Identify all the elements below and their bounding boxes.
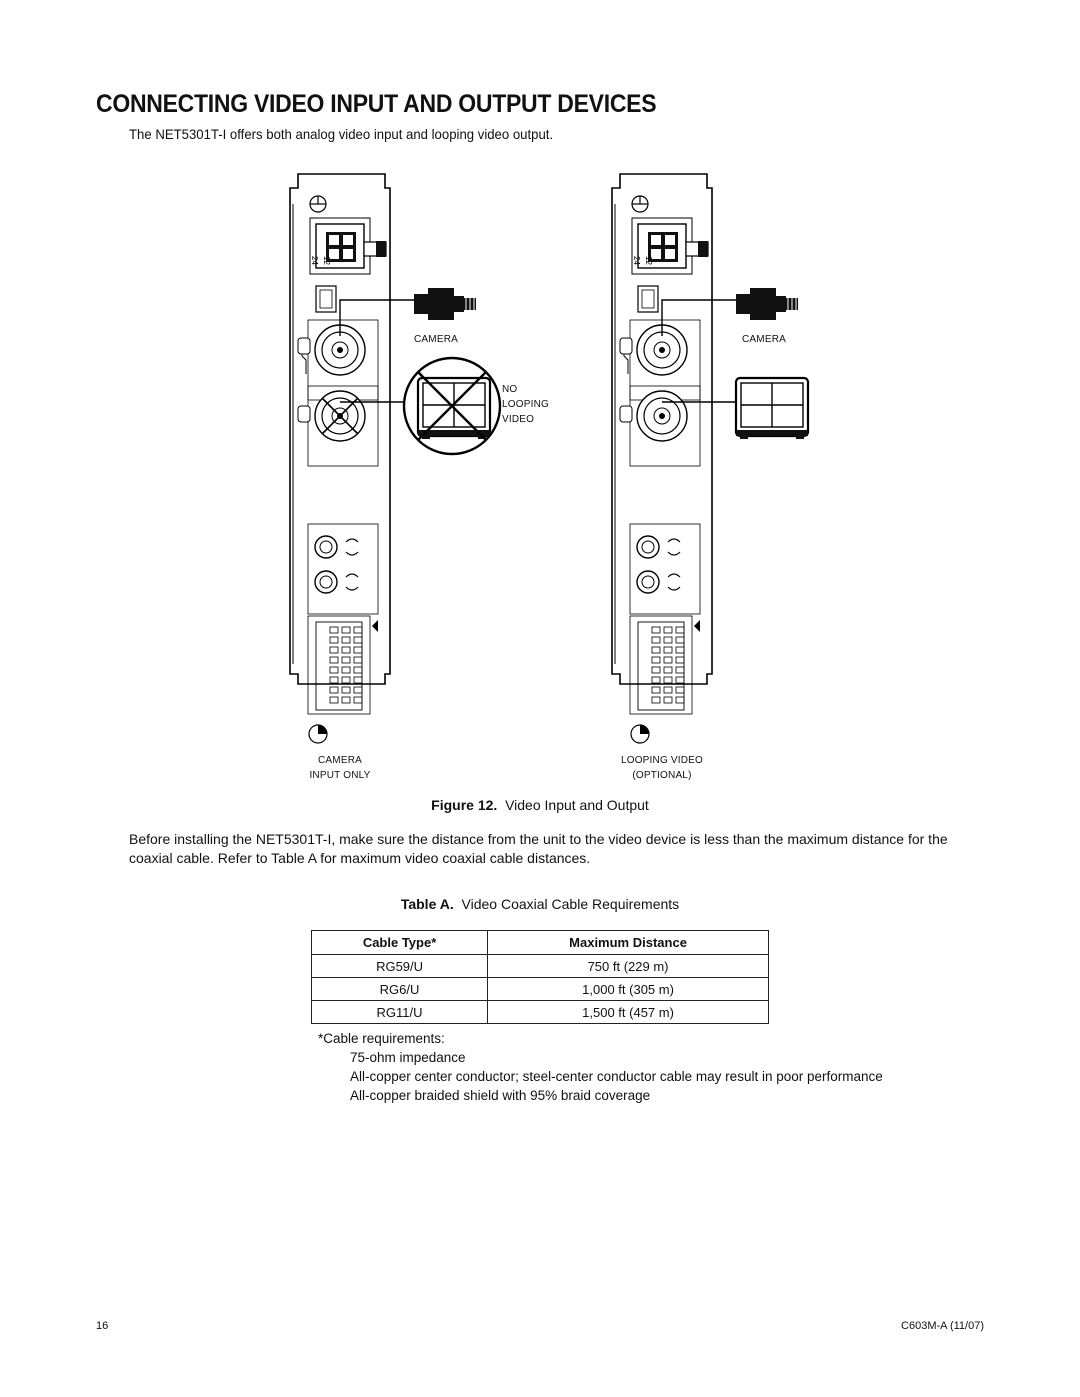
intro-text: The NET5301T-I offers both analog video … (129, 126, 554, 142)
distance-cell: 1,500 ft (457 m) (487, 1000, 769, 1024)
camera-cable-right (661, 299, 736, 336)
right-camera-label: CAMERA (742, 334, 786, 345)
device-diagram: 24 12 24 12 (289, 173, 810, 744)
document-code: C603M-A (11/07) (901, 1320, 984, 1332)
figure-video-input-output: 24 12 24 12 CAMERA NO LOOPING VIDEO CAME… (0, 160, 1080, 800)
right-voltage-12: 12 (644, 256, 653, 265)
no-looping-monitor-icon (402, 356, 502, 456)
notes-title: *Cable requirements: (318, 1031, 445, 1046)
camera-cable-left (339, 299, 414, 336)
note-item: 75-ohm impedance (350, 1050, 466, 1065)
left-voltage-24: 24 (310, 256, 319, 265)
camera-right-icon (735, 287, 799, 321)
page-number: 16 (96, 1320, 109, 1332)
right-bottom-label: LOOPING VIDEO (OPTIONAL) (620, 755, 704, 781)
table-row: RG6/U 1,000 ft (305 m) (310, 977, 769, 1001)
cable-requirements-table: Cable Type* Maximum Distance RG59/U 750 … (310, 930, 769, 1024)
left-bottom-label: CAMERA INPUT ONLY (309, 755, 371, 781)
no-looping-label: NO LOOPING VIDEO (502, 384, 549, 425)
left-camera-label: CAMERA (414, 334, 458, 345)
distance-cell: 1,000 ft (305 m) (487, 977, 769, 1001)
note-item: All-copper braided shield with 95% braid… (350, 1088, 651, 1103)
cable-type-cell: RG11/U (310, 1000, 489, 1024)
table-row: RG59/U 750 ft (229 m) (310, 954, 769, 978)
header-cable-type: Cable Type* (310, 930, 489, 955)
table-header-row: Cable Type* Maximum Distance (310, 930, 769, 955)
header-max-distance: Maximum Distance (487, 930, 769, 955)
distance-cell: 750 ft (229 m) (487, 954, 769, 978)
table-title: Table A. Video Coaxial Cable Requirement… (400, 896, 680, 912)
right-voltage-24: 24 (632, 256, 641, 265)
page-heading: CONNECTING VIDEO INPUT AND OUTPUT DEVICE… (96, 90, 657, 118)
table-row: RG11/U 1,500 ft (457 m) (310, 1000, 769, 1024)
right-unit-panel (611, 173, 713, 744)
body-paragraph: Before installing the NET5301T-I, make s… (129, 831, 948, 866)
left-voltage-12: 12 (322, 256, 331, 265)
note-item: All-copper center conductor; steel-cente… (350, 1069, 883, 1084)
looping-monitor-icon (734, 376, 810, 441)
camera-left-icon (413, 287, 477, 321)
left-unit-panel (289, 173, 391, 744)
cable-type-cell: RG6/U (310, 977, 489, 1001)
cable-notes: *Cable requirements: 75-ohm impedance Al… (318, 1029, 883, 1105)
figure-caption: Figure 12. Video Input and Output (431, 797, 649, 813)
cable-type-cell: RG59/U (310, 954, 489, 978)
